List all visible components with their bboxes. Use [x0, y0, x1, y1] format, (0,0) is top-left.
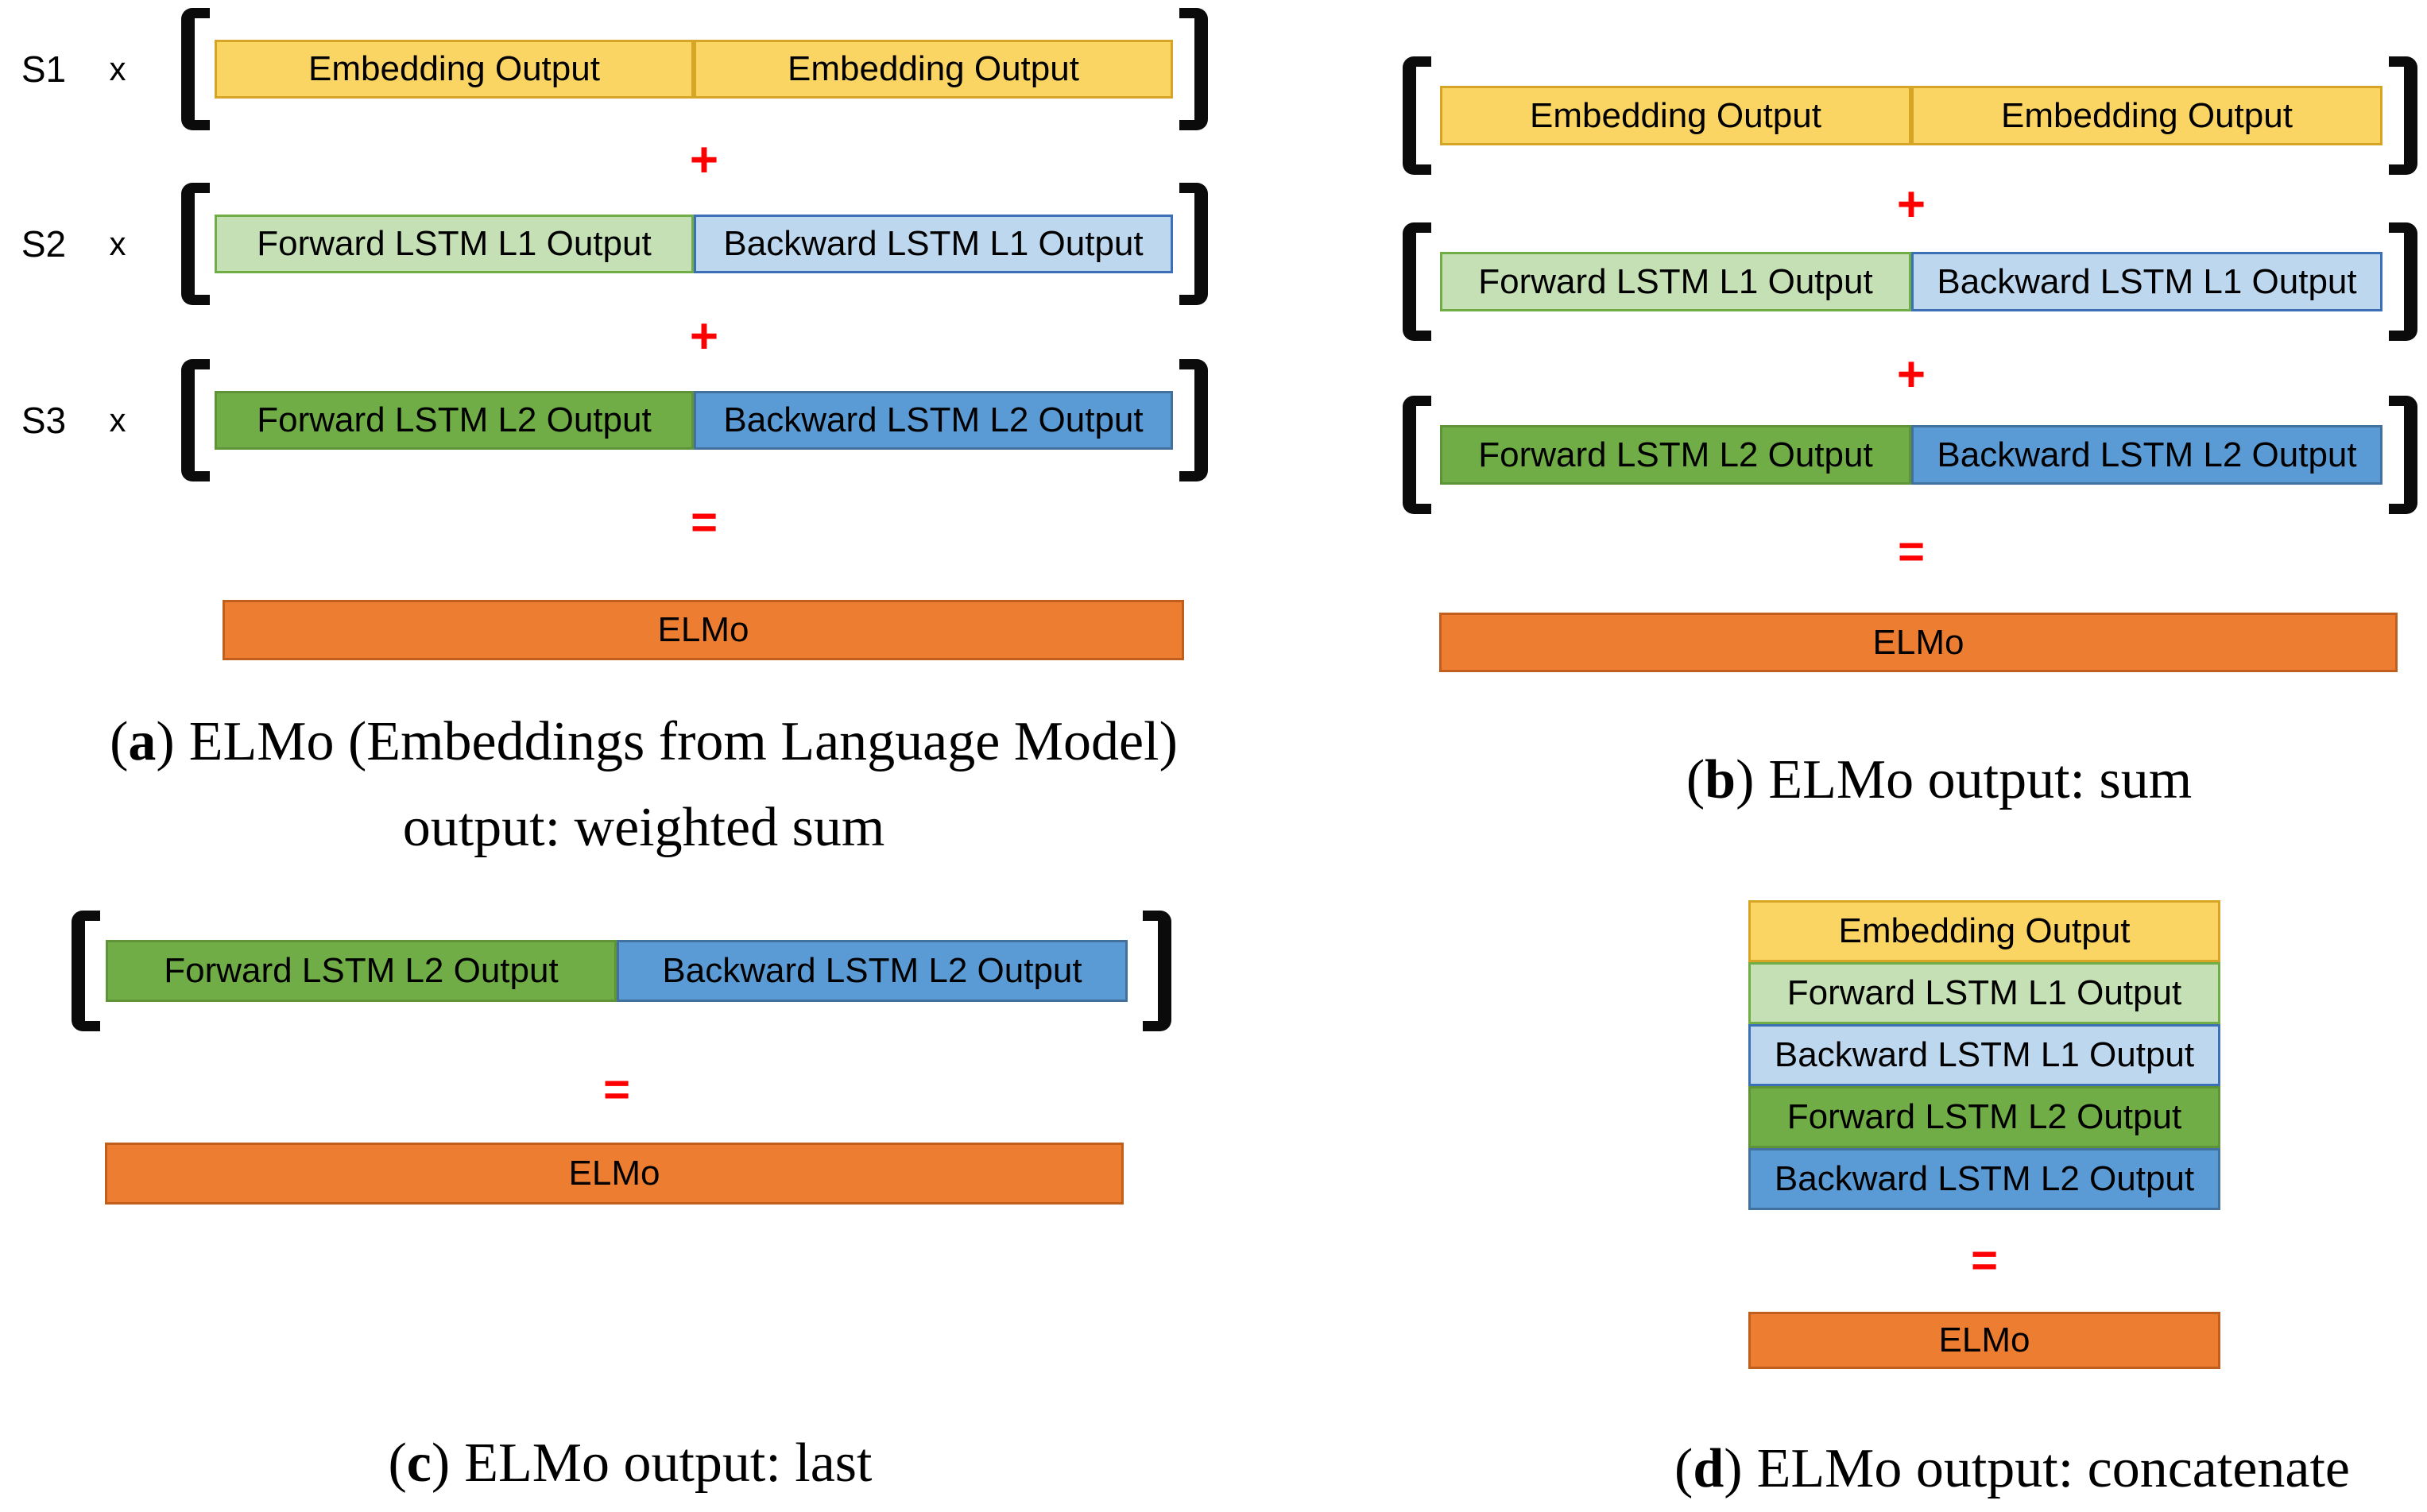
forward-lstm-l2-cell: Forward LSTM L2 Output: [1440, 425, 1911, 485]
embedding-output-cell: Embedding Output: [1911, 86, 2382, 145]
right-bracket: [2389, 56, 2417, 175]
backward-lstm-l2-bar: Backward LSTM L2 Output: [1748, 1148, 2220, 1210]
embedding-output-cell: Embedding Output: [1440, 86, 1911, 145]
caption-c: (c)ELMo output: last: [114, 1421, 1147, 1506]
embedding-row: Embedding Output Embedding Output: [215, 40, 1173, 99]
right-bracket: [1179, 183, 1208, 305]
backward-lstm-l2-cell: Backward LSTM L2 Output: [617, 940, 1128, 1002]
embedding-output-cell: Embedding Output: [215, 40, 694, 99]
lstm-l1-row: Forward LSTM L1 Output Backward LSTM L1 …: [215, 215, 1173, 273]
backward-lstm-l1-bar: Backward LSTM L1 Output: [1748, 1024, 2220, 1086]
multiply-symbol: x: [109, 50, 126, 87]
backward-lstm-l2-cell: Backward LSTM L2 Output: [694, 391, 1173, 450]
left-bracket: [1403, 222, 1431, 341]
lstm-l1-row: Forward LSTM L1 Output Backward LSTM L1 …: [1440, 252, 2382, 311]
caption-d-line1: (d)ELMo output: concatenate: [1674, 1438, 2350, 1499]
elmo-result-bar: ELMo: [105, 1143, 1124, 1205]
forward-lstm-l1-cell: Forward LSTM L1 Output: [1440, 252, 1911, 311]
caption-b: (b)ELMo output: sum: [1423, 737, 2427, 823]
caption-a-line2: output: weighted sum: [402, 797, 885, 858]
embedding-output-bar: Embedding Output: [1748, 900, 2220, 962]
equals-operator: =: [691, 497, 718, 548]
right-bracket: [2389, 222, 2417, 341]
caption-b-line1: (b)ELMo output: sum: [1686, 749, 2193, 810]
embedding-output-cell: Embedding Output: [694, 40, 1173, 99]
plus-operator: +: [689, 309, 719, 364]
embedding-row: Embedding Output Embedding Output: [1440, 86, 2382, 145]
plus-operator: +: [1896, 177, 1926, 232]
left-bracket: [181, 183, 210, 305]
forward-lstm-l2-bar: Forward LSTM L2 Output: [1748, 1086, 2220, 1148]
forward-lstm-l1-bar: Forward LSTM L1 Output: [1748, 962, 2220, 1024]
multiply-symbol: x: [109, 225, 126, 262]
caption-c-line1: (c)ELMo output: last: [388, 1433, 873, 1494]
caption-a-line1: (a)ELMo (Embeddings from Language Model): [110, 711, 1178, 772]
plus-operator: +: [1896, 347, 1926, 402]
elmo-result-bar: ELMo: [223, 600, 1184, 660]
plus-operator: +: [689, 133, 719, 188]
elmo-result-bar: ELMo: [1439, 613, 2398, 672]
forward-lstm-l2-cell: Forward LSTM L2 Output: [106, 940, 617, 1002]
left-bracket: [181, 359, 210, 481]
left-bracket: [181, 8, 210, 130]
right-bracket: [1143, 911, 1171, 1031]
lstm-l2-row: Forward LSTM L2 Output Backward LSTM L2 …: [106, 940, 1128, 1002]
elmo-result-bar: ELMo: [1748, 1312, 2220, 1369]
backward-lstm-l2-cell: Backward LSTM L2 Output: [1911, 425, 2382, 485]
forward-lstm-l2-cell: Forward LSTM L2 Output: [215, 391, 694, 450]
caption-d: (d)ELMo output: concatenate: [1496, 1426, 2427, 1512]
right-bracket: [1179, 359, 1208, 481]
weight-label-s2: S2: [21, 223, 67, 265]
equals-operator: =: [603, 1064, 630, 1116]
equals-operator: =: [1971, 1235, 1998, 1286]
right-bracket: [1179, 8, 1208, 130]
backward-lstm-l1-cell: Backward LSTM L1 Output: [1911, 252, 2382, 311]
forward-lstm-l1-cell: Forward LSTM L1 Output: [215, 215, 694, 273]
left-bracket: [1403, 56, 1431, 175]
backward-lstm-l1-cell: Backward LSTM L1 Output: [694, 215, 1173, 273]
caption-a: (a)ELMo (Embeddings from Language Model)…: [48, 699, 1240, 871]
weight-label-s1: S1: [21, 48, 67, 90]
left-bracket: [72, 911, 100, 1031]
equals-operator: =: [1898, 526, 1925, 578]
weight-label-s3: S3: [21, 400, 67, 441]
multiply-symbol: x: [109, 401, 126, 439]
right-bracket: [2389, 396, 2417, 514]
left-bracket: [1403, 396, 1431, 514]
lstm-l2-row: Forward LSTM L2 Output Backward LSTM L2 …: [1440, 425, 2382, 485]
lstm-l2-row: Forward LSTM L2 Output Backward LSTM L2 …: [215, 391, 1173, 450]
